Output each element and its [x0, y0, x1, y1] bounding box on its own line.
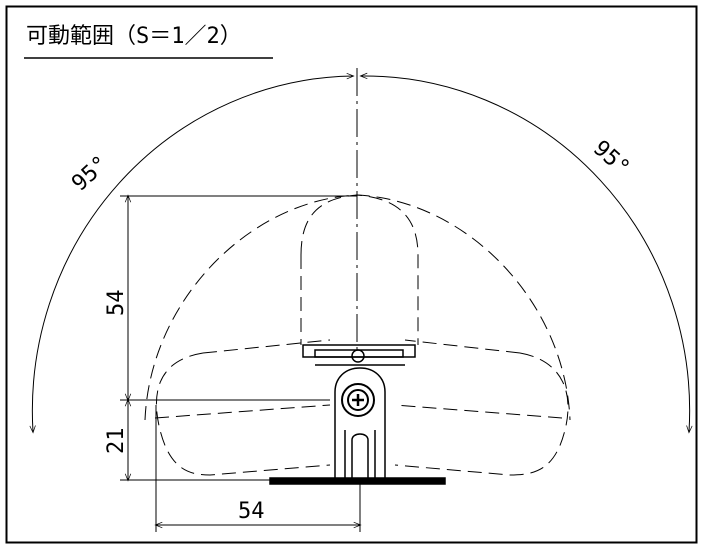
horizontal-dimension [154, 405, 362, 532]
dimension-54-vertical: 54 [104, 290, 129, 317]
dimension-21-vertical: 21 [104, 428, 129, 455]
drawing-title: 可動範囲（S＝1／2） [26, 24, 242, 49]
left-angle-label: 95° [67, 151, 113, 196]
drawing-border [5, 5, 698, 544]
mount-bracket [269, 344, 446, 485]
left-angle-arc [29, 72, 355, 434]
right-angle-arc [359, 72, 693, 434]
vertical-dimensions [120, 194, 357, 482]
screw-knob-icon [341, 349, 375, 417]
motion-envelope [144, 194, 571, 476]
dimension-54-horizontal: 54 [238, 499, 265, 524]
